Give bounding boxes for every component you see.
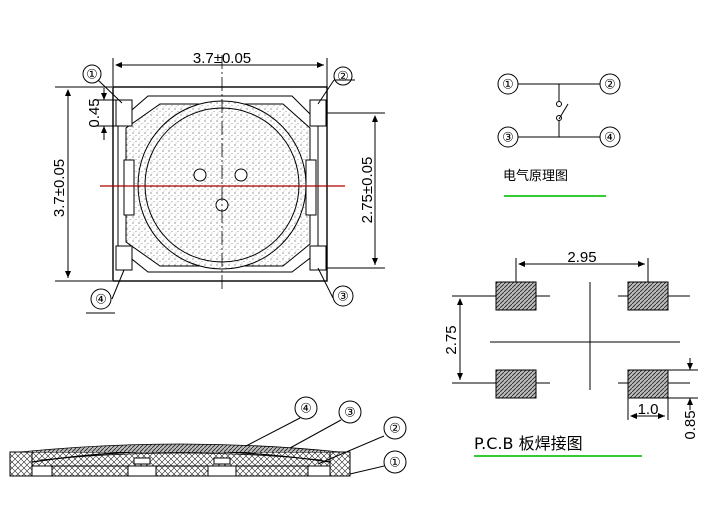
slot-left: [123, 159, 135, 216]
slot-right: [305, 159, 317, 216]
callout-1: ①: [86, 67, 98, 82]
top-view: 3.7±0.05 3.7±0.05 0.45 2.75±0.05 ① ② ③ ④: [51, 50, 385, 314]
pcb-caption: P.C.B 板焊接图: [474, 434, 583, 453]
hole-right: [234, 168, 248, 182]
height-dim-label: 3.7±0.05: [51, 159, 68, 217]
callout-3: ③: [337, 289, 349, 304]
side-callout-1: ①: [389, 455, 401, 470]
callout-2: ②: [337, 69, 349, 84]
pcb-pitch-label: 2.95: [567, 249, 596, 266]
body-outline: [112, 86, 328, 282]
callout-4-circle: [90, 288, 112, 310]
schematic-terminal-3: ③: [502, 130, 514, 145]
schematic-caption: 电气原理图: [503, 168, 568, 184]
side-bottom-layer: [9, 465, 351, 477]
side-callout-3: ③: [344, 405, 356, 420]
pcb-pad-width-label: 1.0: [638, 401, 659, 418]
switch-blade: [558, 103, 569, 120]
callout-3-circle: [332, 285, 354, 307]
pad-dim-label: 0.45: [86, 98, 103, 127]
callout-4: ④: [95, 292, 107, 307]
width-dim-label: 3.7±0.05: [193, 50, 251, 67]
pcb-pad-2: [627, 281, 669, 311]
terminal-1: [115, 99, 133, 127]
schematic: ① ② ③ ④ 电气原理图: [497, 73, 621, 197]
pcb-pad-3: [495, 369, 537, 399]
schematic-terminal-4: ④: [604, 130, 616, 145]
inner-dim-label: 2.75±0.05: [359, 157, 376, 224]
pcb-row-label: 2.75: [443, 325, 460, 354]
terminal-2: [309, 99, 327, 127]
pcb-pad-4: [627, 369, 669, 399]
schematic-terminal-1: ①: [502, 77, 514, 92]
hole-left: [193, 168, 207, 182]
terminal-4: [115, 245, 133, 271]
pcb-pad-1: [495, 281, 537, 311]
side-view: ④ ③ ② ①: [9, 396, 407, 477]
pcb-pad-height-label: 0.85: [682, 410, 699, 439]
callout-2-circle: [333, 66, 353, 86]
side-callout-2: ②: [389, 421, 401, 436]
callout-1-circle: [82, 64, 102, 84]
pcb-layout: 2.95 2.75 1.0 0.85 P.C.B 板焊接图: [443, 249, 699, 457]
side-film-layer: [19, 443, 341, 453]
side-callout-4: ④: [300, 401, 312, 416]
octagon-housing: [117, 95, 319, 273]
schematic-terminal-2: ②: [604, 77, 616, 92]
side-base-layer: [9, 451, 351, 467]
terminal-3: [309, 245, 327, 271]
